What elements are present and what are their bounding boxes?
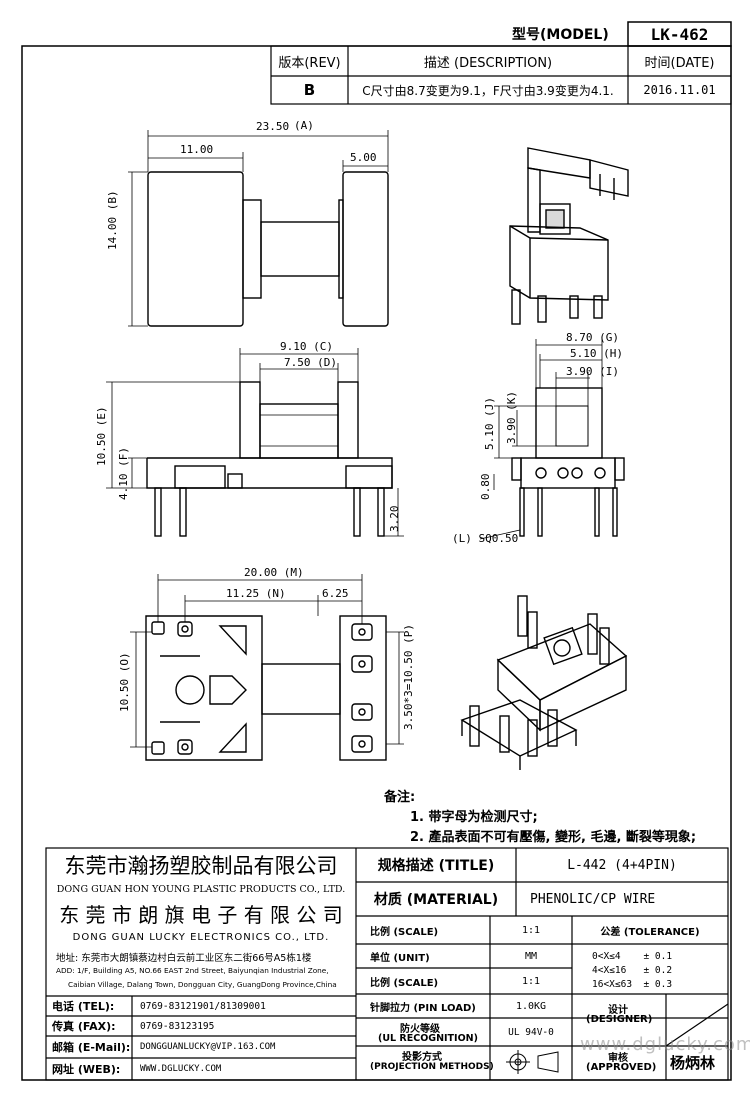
desc-label: 描述 (DESCRIPTION) xyxy=(423,55,553,71)
company-en-1: DONG GUAN HON YOUNG PLASTIC PRODUCTS CO.… xyxy=(56,883,346,895)
dim-bottom-n: 11.25 (N) xyxy=(226,587,286,600)
approved-label-1: 审核 xyxy=(608,1053,628,1064)
dim-end-g: 8.70 (G) xyxy=(566,331,619,344)
dim-end-k: 3.90 (K) xyxy=(505,391,518,444)
date-label: 时间(DATE) xyxy=(644,55,715,71)
dim-end-pin: 0.80 xyxy=(479,473,492,501)
dim-end-j: 5.10 (J) xyxy=(483,397,496,450)
isometric-view-top xyxy=(509,147,629,325)
dim-bottom-right: 6.25 xyxy=(322,587,349,600)
dim-side-height: 10.50 (E) xyxy=(95,406,108,466)
company-addr-cn: 地址: 东莞市大朗镇蔡边村白云前工业区东二街66号A5栋1楼 xyxy=(56,953,312,964)
email-label: 邮箱 (E-Mail): xyxy=(52,1041,131,1054)
tolerance-1: 0<X≤4 ± 0.1 xyxy=(592,951,673,962)
revision-table-lines xyxy=(270,45,732,105)
scale-label: 比例 (SCALE) xyxy=(370,926,439,938)
side-view xyxy=(146,381,393,537)
dim-top-right: 5.00 xyxy=(350,151,377,164)
title-block-lines xyxy=(45,847,729,1081)
web-value[interactable]: WWW.DGLUCKY.COM xyxy=(140,1064,222,1074)
material-label: 材质 (MATERIAL) xyxy=(373,892,499,908)
dim-top-overall: 23.50 xyxy=(256,120,290,133)
web-label: 网址 (WEB): xyxy=(52,1063,121,1076)
bottom-view-dims xyxy=(130,574,404,748)
ul-value: UL 94V-0 xyxy=(508,1026,554,1038)
end-view xyxy=(511,387,625,537)
dim-end-i: 3.90 (I) xyxy=(566,365,619,378)
unit-label: 单位 (UNIT) xyxy=(370,952,430,964)
fax-value: 0769-83123195 xyxy=(140,1020,215,1032)
dim-end-sq: (L) SQ0.50 xyxy=(452,532,519,545)
projection-label-2: (PROJECTION METHODS) xyxy=(370,1062,494,1072)
notes-line1: 1. 带字母为检测尺寸; xyxy=(410,810,538,825)
model-value: LK-462 xyxy=(650,24,709,44)
material-value: PHENOLIC/CP WIRE xyxy=(530,891,656,907)
desc-value: C尺寸由8.7变更为9.1，F尺寸由3.9变更为4.1. xyxy=(362,83,614,98)
side-view-dims xyxy=(106,348,404,537)
projection-symbol-icon xyxy=(506,1050,559,1074)
date-value: 2016.11.01 xyxy=(643,83,716,97)
rev-value: B xyxy=(303,81,316,99)
unit-value: MM xyxy=(524,950,538,962)
dim-bottom-o: 10.50 (O) xyxy=(118,652,131,712)
pinload-label: 针脚拉力 (PIN LOAD) xyxy=(370,1002,476,1014)
isometric-view-bottom xyxy=(460,595,628,770)
dim-bottom-m: 20.00 (M) xyxy=(244,566,304,579)
pinload-value: 1.0KG xyxy=(515,1000,547,1012)
scale2-label: 比例 (SCALE) xyxy=(370,977,439,989)
dim-side-pin: 3.20 xyxy=(388,505,401,533)
tel-label: 电话 (TEL): xyxy=(52,1000,115,1013)
ul-label-1: 防火等级 xyxy=(400,1024,440,1035)
scale2-value: 1:1 xyxy=(521,975,541,987)
top-view-dims xyxy=(128,130,389,327)
company-addr-en-1: ADD: 1/F, Building A5, NO.66 EAST 2nd St… xyxy=(56,966,329,975)
top-view xyxy=(147,171,389,327)
notes-title: 备注: xyxy=(384,790,416,805)
tel-value: 0769-83121901/81309001 xyxy=(140,1000,266,1012)
approver-name: 杨炳林 xyxy=(670,1054,716,1072)
model-label: 型号(MODEL) xyxy=(512,27,609,43)
designer-label-1: 设计 xyxy=(608,1005,628,1016)
company-en-2: DONG GUAN LUCKY ELECTRONICS CO., LTD. xyxy=(72,931,330,943)
title-label: 规格描述 (TITLE) xyxy=(377,858,495,874)
company-cn-2: 东 莞 市 朗 旗 电 子 有 限 公 司 xyxy=(59,902,343,927)
notes-line2: 2. 產品表面不可有壓傷, 變形, 毛邊, 斷裂等現象; xyxy=(410,830,697,845)
scale-value: 1:1 xyxy=(521,924,541,936)
bottom-view xyxy=(145,615,387,761)
ul-label-2: (UL RECOGNITION) xyxy=(378,1033,478,1044)
dim-side-c: 9.10 (C) xyxy=(280,340,333,353)
projection-label-1: 投影方式 xyxy=(402,1052,442,1063)
dim-bottom-p: 3.50*3=10.50 (P) xyxy=(402,624,415,730)
tolerance-label: 公差 (TOLERANCE) xyxy=(600,926,700,938)
tolerance-2: 4<X≤16 ± 0.2 xyxy=(592,965,673,976)
company-addr-en-2: Caibian Village, Dalang Town, Dongguan C… xyxy=(68,980,337,989)
fax-label: 传真 (FAX): xyxy=(52,1020,116,1033)
dim-end-h: 5.10 (H) xyxy=(570,347,623,360)
email-value[interactable]: DONGGUANLUCKY@VIP.163.COM xyxy=(140,1042,276,1052)
dim-top-left: 11.00 xyxy=(180,143,214,156)
tolerance-3: 16<X≤63 ± 0.3 xyxy=(592,979,673,990)
company-cn-1: 东莞市瀚扬塑胶制品有限公司 xyxy=(64,854,338,878)
dim-top-height: 14.00 (B) xyxy=(106,190,119,250)
rev-label: 版本(REV) xyxy=(278,55,341,71)
end-view-dims xyxy=(479,339,603,540)
watermark: www.dglucky.com xyxy=(580,1034,750,1055)
designer-label-2: (DESIGNER) xyxy=(586,1014,653,1025)
title-value: L-442 (4+4PIN) xyxy=(567,857,677,873)
approved-label-2: (APPROVED) xyxy=(586,1062,657,1073)
dim-side-d: 7.50 (D) xyxy=(284,356,337,369)
dim-side-f: 4.10 (F) xyxy=(117,447,130,500)
letter-a: (A) xyxy=(294,119,314,132)
